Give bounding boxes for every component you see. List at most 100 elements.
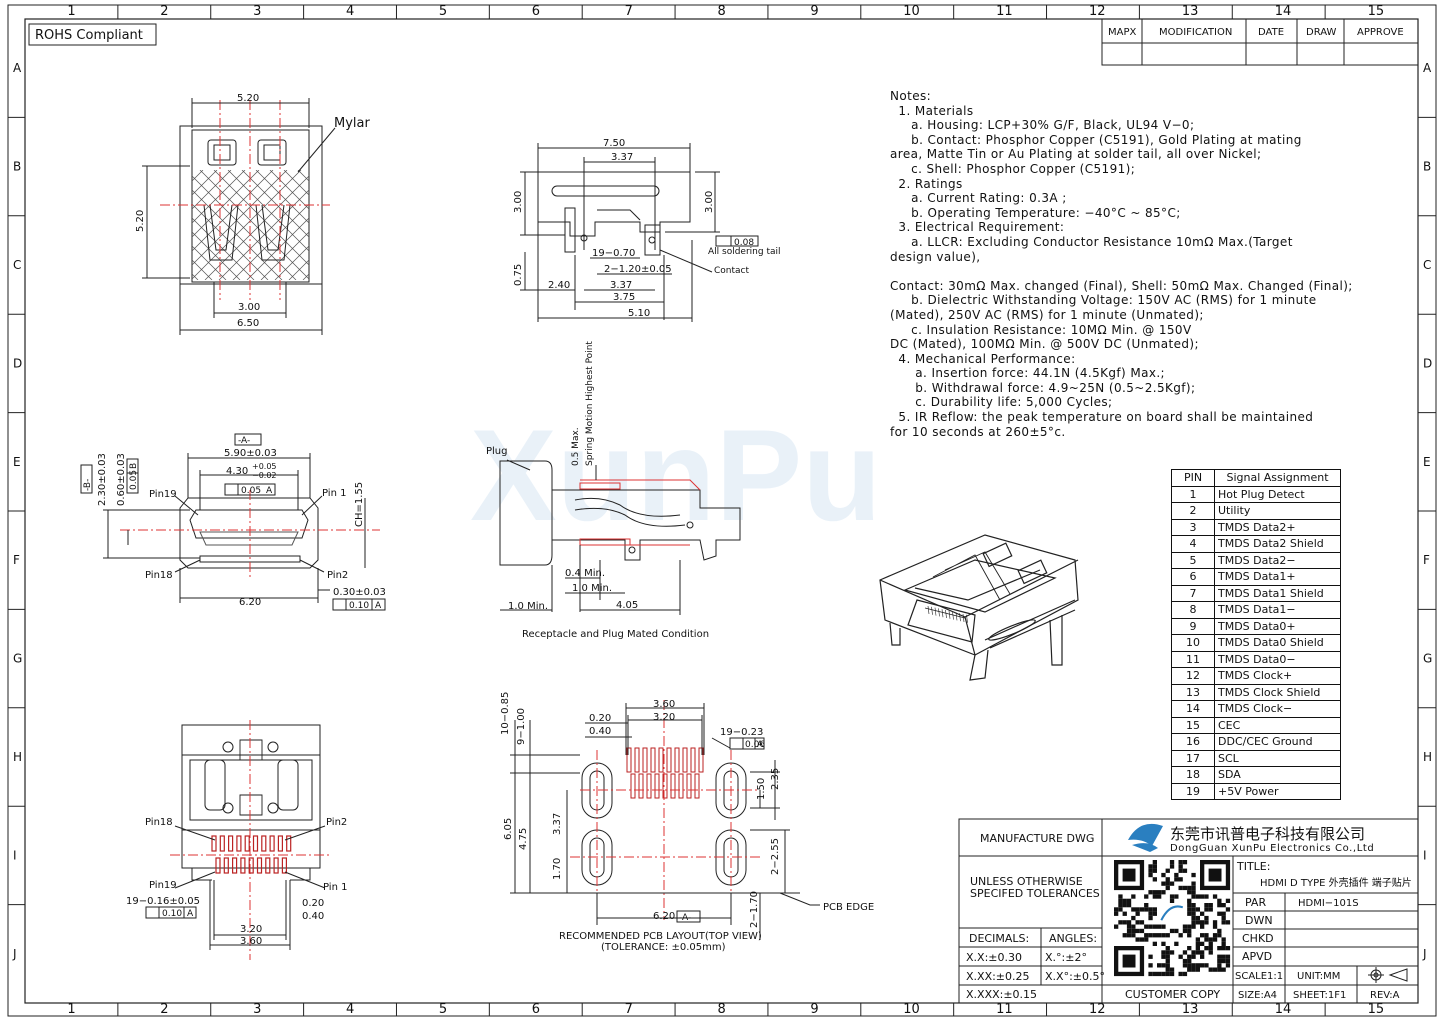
pin-number: 7: [1171, 584, 1215, 602]
side-dim-750: 7.50: [603, 138, 625, 149]
grid-row-label: F: [1423, 553, 1430, 567]
side-contact: Contact: [714, 266, 749, 276]
front-pin1: Pin 1: [322, 488, 346, 499]
grid-row-label: E: [1423, 455, 1431, 469]
pin-number: 5: [1171, 551, 1215, 569]
pin-signal: TMDS Data0−: [1214, 650, 1341, 668]
pin-number: 12: [1171, 667, 1215, 685]
grid-col-label: 1: [67, 1002, 75, 1017]
side-dim-510: 5.10: [628, 308, 650, 319]
company-cn: 东莞市讯普电子科技有限公司: [1170, 825, 1365, 843]
pcb-dim-2-255: 2−2.55: [770, 838, 781, 875]
grid-col-label: 11: [996, 1002, 1013, 1017]
pin-signal: TMDS Clock−: [1214, 700, 1341, 718]
pin-number: 4: [1171, 535, 1215, 553]
rohs-box: [28, 23, 157, 46]
pcb-dim-150: 1.50: [756, 778, 767, 800]
front-tol-010-ref: A: [375, 601, 382, 611]
pin-signal: TMDS Data1+: [1214, 568, 1341, 586]
note-line: b. Withdrawal force: 4.9~25N (0.5~2.5Kgf…: [890, 380, 1196, 395]
par-label: PAR: [1245, 896, 1266, 909]
bottom-dim-320: 3.20: [240, 924, 262, 935]
pin-number: 15: [1171, 716, 1215, 734]
pin-number: 13: [1171, 683, 1215, 701]
rev-header-approve: APPROVE: [1357, 27, 1404, 38]
side-dim-337a: 3.37: [611, 152, 633, 163]
grid-col-label: 10: [903, 1002, 920, 1017]
pcb-dim-020: 0.20: [589, 713, 611, 724]
grid-col-label: 5: [439, 1002, 447, 1017]
par-value: HDMI−101S: [1298, 898, 1359, 909]
pin-number: 8: [1171, 601, 1215, 619]
grid-col-label: 3: [253, 1002, 261, 1017]
front-dim-230: 2.30±0.03: [97, 453, 108, 506]
scale-label: SCALE1:1: [1235, 971, 1283, 982]
grid-row-label: J: [1422, 947, 1427, 961]
ang-x-x: X.X°:±0.5°: [1045, 970, 1105, 983]
front-tol-005a-ref: A: [266, 486, 273, 496]
pin-signal: TMDS Data2+: [1214, 518, 1341, 536]
side-dim-375: 3.75: [613, 292, 635, 303]
pin-signal: TMDS Clock Shield: [1214, 683, 1341, 701]
grid-col-label: 6: [532, 4, 540, 19]
bottom-pin19: Pin19: [149, 880, 177, 891]
company-en: DongGuan XunPu Electronics Co.,Ltd: [1170, 843, 1374, 854]
front-dim-030: 0.30±0.03: [333, 587, 386, 598]
pin-number: 1: [1171, 485, 1215, 503]
pin-number: 11: [1171, 650, 1215, 668]
note-line: b. Contact: Phosphor Copper (C5191), Gol…: [890, 132, 1302, 147]
pin-signal: Utility: [1214, 502, 1341, 520]
grid-row-label: E: [13, 455, 21, 469]
tol-x-x: X.X:±0.30: [966, 951, 1022, 964]
grid-col-label: 1: [67, 4, 75, 19]
side-tol-008: 0.08: [734, 238, 754, 248]
note-line: (Mated), 250V AC (RMS) for 1 minute (Unm…: [890, 307, 1204, 322]
size-label: SIZE:A4: [1238, 990, 1277, 1001]
side-dim-300a: 3.00: [513, 191, 524, 213]
note-line: b. Dielectric Withstanding Voltage: 150V…: [890, 293, 1317, 308]
grid-col-label: 2: [160, 1002, 168, 1017]
bottom-dim-19-016: 19−0.16±0.05: [126, 896, 200, 907]
pcb-dim-620: 6.20: [653, 911, 675, 922]
pin-row: 19+5V Power: [1171, 782, 1341, 800]
mated-caption: Receptacle and Plug Mated Condition: [522, 629, 709, 640]
front-dim-430: 4.30: [226, 466, 248, 477]
angles-label: ANGLES:: [1049, 932, 1097, 945]
pin-number: 6: [1171, 568, 1215, 586]
customer-copy: CUSTOMER COPY: [1125, 988, 1220, 1001]
bottom-tol-010: 0.10: [162, 909, 182, 919]
grid-col-label: 14: [1275, 1002, 1292, 1017]
grid-col-label: 15: [1368, 4, 1385, 19]
top-view: [142, 98, 336, 335]
grid-col-label: 7: [625, 4, 633, 19]
front-datum-b: -B-: [83, 479, 93, 491]
pcb-dim-320: 3.20: [653, 712, 675, 723]
front-dim-620: 6.20: [239, 597, 261, 608]
pcb-dim-9-100: 9−1.00: [516, 708, 527, 745]
mated-min10b: 1.0 Min.: [508, 601, 548, 612]
pin-number: 16: [1171, 733, 1215, 751]
pcb-dim-360: 3.60: [653, 699, 675, 710]
pcb-datum-a: -A-: [679, 913, 691, 923]
mated-max05: 0.5 Max.: [571, 427, 581, 466]
note-line: design value),: [890, 249, 981, 264]
grid-row-label: A: [13, 61, 22, 75]
pin-number: 10: [1171, 634, 1215, 652]
note-line: [890, 264, 1390, 279]
pcb-dim-337: 3.37: [552, 813, 563, 835]
iso-view: [879, 534, 1079, 681]
side-dim-240: 2.40: [548, 280, 570, 291]
grid-row-label: I: [13, 848, 17, 862]
grid-col-label: 9: [810, 4, 818, 19]
note-line: area, Matte Tin or Au Plating at solder …: [890, 147, 1262, 162]
pin-signal: TMDS Data2−: [1214, 551, 1341, 569]
mated-spring: Spring Motion Highest Point: [585, 341, 595, 466]
bottom-dim-020: 0.20: [302, 898, 324, 909]
